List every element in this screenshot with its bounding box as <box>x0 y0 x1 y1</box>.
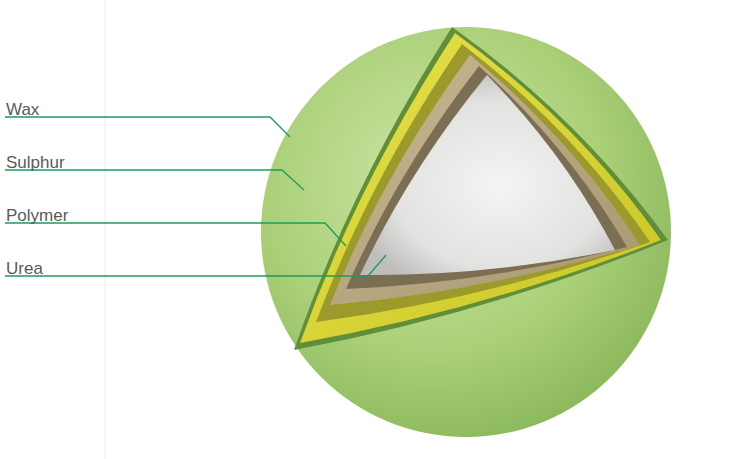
urea-core <box>360 75 615 275</box>
polymer-wall <box>346 66 627 289</box>
leader-line <box>5 117 290 137</box>
wax-sphere <box>261 27 671 437</box>
leader-lines <box>5 117 386 276</box>
part-label: Urea <box>6 260 43 277</box>
leader-line <box>5 255 386 276</box>
part-label: Polymer <box>6 207 68 224</box>
part-label: Wax <box>6 101 39 118</box>
cutaway-layers <box>294 27 668 350</box>
margin-rule <box>105 0 106 459</box>
wax-rim <box>294 27 668 350</box>
part-label: Sulphur <box>6 154 65 171</box>
leader-line <box>5 170 304 190</box>
leader-line <box>5 223 346 246</box>
sulphur-layer <box>300 33 661 343</box>
sulphur-wall <box>316 44 650 322</box>
polymer-layer <box>330 55 640 305</box>
